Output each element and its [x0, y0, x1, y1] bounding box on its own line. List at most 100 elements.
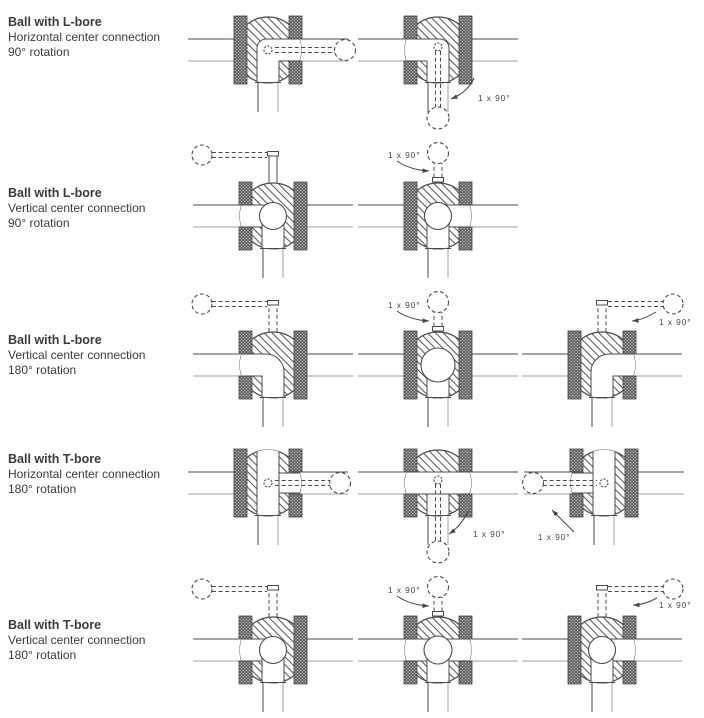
- row-subtitle: Vertical center connection: [8, 633, 146, 647]
- seat-right-upper: [458, 181, 473, 206]
- center-bore-hole: [423, 201, 453, 231]
- seat-right: [624, 448, 639, 518]
- valve-diagram-t-bore-vertical-pos2: 1 x 90°: [358, 575, 518, 712]
- row-label-t-bore-vertical-180: Ball with T-bore Vertical center connect…: [8, 618, 218, 663]
- seat-right-lower: [622, 660, 637, 685]
- bore-channel-down: [426, 493, 450, 517]
- seat-left-upper: [403, 448, 418, 473]
- bore-cutouts: [239, 353, 285, 399]
- bore-cutouts: [590, 353, 636, 399]
- row-title: Ball with L-bore: [8, 186, 102, 200]
- handle-position-circle: [191, 144, 213, 166]
- seat-left: [233, 448, 248, 518]
- seat-right-lower: [458, 226, 473, 251]
- seat-right-upper: [458, 615, 473, 640]
- valve-diagram-t-bore-vertical-pos1: [191, 578, 353, 712]
- row-label-t-bore-horizontal-180: Ball with T-bore Horizontal center conne…: [8, 452, 218, 497]
- valve-diagram-t-bore-vertical-pos3: 1 x 90°: [522, 578, 691, 712]
- seat-left: [567, 615, 582, 685]
- stem-cap: [432, 611, 444, 617]
- seat-left-upper: [238, 330, 253, 355]
- seat-left: [403, 181, 418, 251]
- row-label-l-bore-vertical-90: Ball with L-bore Vertical center connect…: [8, 186, 218, 231]
- valve-diagram-l-bore-vertical-180-pos2: 1 x 90°: [358, 290, 518, 427]
- valve-diagram-t-bore-horizontal-pos1: [188, 448, 352, 545]
- row-subtitle: 180° rotation: [8, 648, 77, 662]
- rotation-label: 1 x 90°: [473, 529, 505, 539]
- seat-right: [293, 330, 308, 400]
- row-label-l-bore-vertical-180: Ball with L-bore Vertical center connect…: [8, 333, 218, 378]
- rotation-arrowhead: [451, 94, 458, 99]
- row-title: Ball with L-bore: [8, 333, 102, 347]
- stem-cap: [596, 585, 608, 591]
- stem-cap: [267, 585, 279, 591]
- stem-cap: [267, 300, 279, 306]
- row-subtitle: 90° rotation: [8, 45, 70, 59]
- seat-left-lower: [569, 493, 584, 518]
- seat-left-lower: [403, 660, 418, 685]
- rotation-arrowhead: [449, 528, 456, 534]
- handle-position-circle: [191, 293, 213, 315]
- stem-cap: [432, 177, 444, 183]
- row-label-l-bore-horizontal-90: Ball with L-bore Horizontal center conne…: [8, 15, 218, 60]
- seat-right-lower: [288, 60, 303, 85]
- rotation-label: 1 x 90°: [659, 317, 691, 327]
- bore-cutouts: [239, 635, 288, 684]
- handle-position-circle: [662, 578, 684, 600]
- seat-left: [403, 330, 418, 400]
- valve-diagram-l-bore-horizontal-pos2: 1 x 90°: [358, 15, 518, 130]
- seat-right: [458, 15, 473, 85]
- seat-right-upper: [622, 615, 637, 640]
- valve-diagram-t-bore-horizontal-pos3: 1 x 90°: [521, 448, 684, 545]
- center-bore-hole: [423, 635, 453, 665]
- bore-l-left-down: [239, 353, 285, 399]
- bore-cutouts: [404, 635, 472, 684]
- valve-diagram-l-bore-vertical-180-pos3: 1 x 90°: [522, 293, 691, 427]
- row-subtitle: 180° rotation: [8, 482, 77, 496]
- row-subtitle: Horizontal center connection: [8, 30, 161, 44]
- handle-position-circle: [662, 293, 684, 315]
- seat-right-lower: [622, 375, 637, 400]
- valve-diagram-t-bore-horizontal-pos2: 1 x 90°: [358, 448, 518, 564]
- stem-end-dot: [263, 45, 273, 55]
- bore-channel-left: [570, 472, 594, 494]
- rotation-label: 1 x 90°: [478, 93, 510, 103]
- row-subtitle: Vertical center connection: [8, 348, 146, 362]
- row-subtitle: 90° rotation: [8, 216, 70, 230]
- valve-diagram-l-bore-horizontal-pos1: [188, 15, 357, 112]
- row-title: Ball with T-bore: [8, 452, 102, 466]
- seat-left-lower: [403, 60, 418, 85]
- center-bore-hole: [258, 201, 288, 231]
- bore-cutouts: [239, 201, 288, 250]
- seat-right-upper: [622, 330, 637, 355]
- handle-position-circle: [426, 540, 450, 564]
- seat-left-lower: [403, 493, 418, 518]
- bore-cutouts: [423, 201, 472, 250]
- stem-end-dot: [599, 478, 609, 488]
- stem-end-dot: [263, 478, 273, 488]
- row-subtitle: Vertical center connection: [8, 201, 146, 215]
- seat-right: [293, 181, 308, 251]
- stem-end-dot: [433, 475, 443, 485]
- seat-left: [233, 15, 248, 85]
- rotation-label: 1 x 90°: [538, 532, 570, 542]
- seat-right: [458, 330, 473, 400]
- handle-position-circle: [426, 141, 450, 165]
- seat-left-lower: [238, 375, 253, 400]
- seat-left-upper: [569, 448, 584, 473]
- handle-position-circle: [426, 575, 450, 599]
- handle-position-circle: [328, 471, 352, 495]
- handle-position-circle: [191, 578, 213, 600]
- rotation-arrowhead: [632, 318, 639, 323]
- row-subtitle: 180° rotation: [8, 363, 77, 377]
- valve-diagram-l-bore-vertical-90-pos2: 1 x 90°: [358, 141, 518, 278]
- rotation-label: 1 x 90°: [659, 600, 691, 610]
- stem-cap: [267, 151, 279, 157]
- rotation-arrowhead: [422, 318, 429, 323]
- row-subtitle: Horizontal center connection: [8, 467, 161, 481]
- seat-left-upper: [403, 15, 418, 40]
- valve-diagram-l-bore-vertical-90-pos1: [191, 144, 353, 278]
- bore-cutouts: [587, 635, 636, 684]
